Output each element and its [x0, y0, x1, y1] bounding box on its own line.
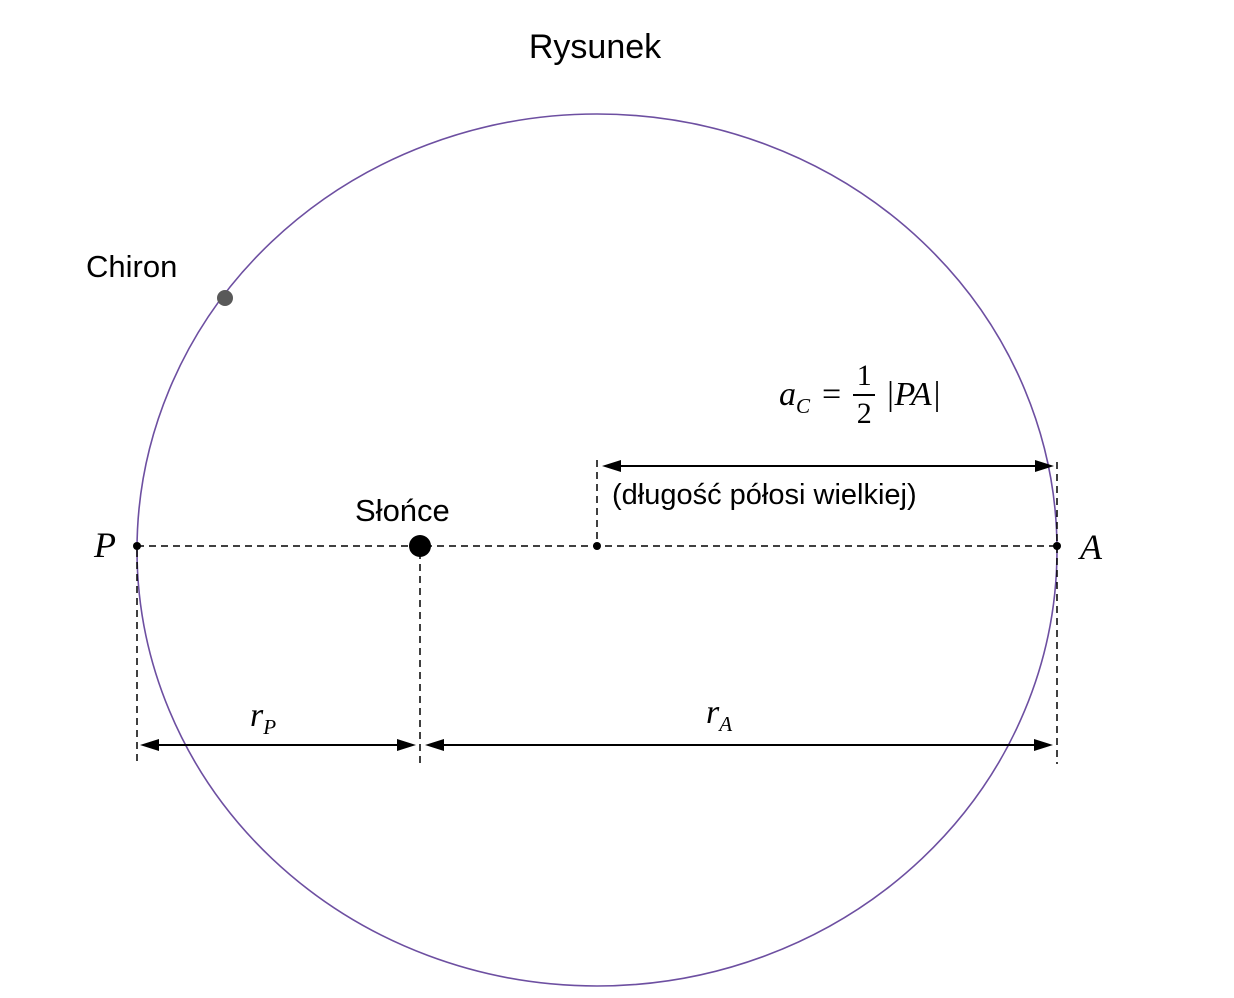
ra-arrow-right-arrowhead — [1034, 739, 1053, 751]
chiron-label: Chiron — [86, 249, 178, 284]
semi-major-axis-caption: (długość półosi wielkiej) — [612, 479, 917, 511]
perihelion-label: P — [94, 525, 116, 565]
sun-label: Słońce — [355, 493, 450, 528]
rp-arrow-right-arrowhead — [397, 739, 416, 751]
ra-distance-arrow — [425, 739, 1053, 751]
aphelion-point — [1053, 542, 1061, 550]
semi-major-axis-arrow-left-arrowhead — [602, 460, 621, 472]
sun-dot — [409, 535, 431, 557]
semi-major-axis-arrow — [602, 460, 1054, 472]
perihelion-point — [133, 542, 141, 550]
formula-fraction-denominator: 2 — [856, 396, 872, 430]
ra-label-subscript: A — [719, 711, 733, 736]
formula-lhs: aC — [778, 375, 810, 418]
semi-major-axis-formula: aC = 1 2 |PA| — [695, 360, 1025, 429]
ra-distance-label: rA — [706, 694, 732, 734]
formula-rhs: |PA| — [885, 375, 942, 413]
rp-arrow-left-arrowhead — [140, 739, 159, 751]
rp-label-base: r — [250, 697, 264, 734]
ellipse-center-point — [593, 542, 601, 550]
chiron-dot — [217, 290, 233, 306]
figure-title: Rysunek — [528, 28, 662, 66]
rp-label-subscript: P — [263, 714, 277, 739]
formula-fraction-bar — [853, 393, 876, 396]
ra-label-base: r — [706, 694, 720, 731]
formula-fraction: 1 2 — [853, 359, 876, 430]
ra-arrow-left-arrowhead — [425, 739, 444, 751]
formula-lhs-base: a — [778, 375, 796, 413]
rp-distance-label: rP — [250, 697, 276, 737]
aphelion-label: A — [1080, 527, 1102, 567]
rp-distance-arrow — [140, 739, 416, 751]
formula-lhs-subscript: C — [795, 393, 810, 418]
formula-equals-sign: = — [822, 375, 842, 413]
semi-major-axis-arrow-right-arrowhead — [1035, 460, 1054, 472]
formula-fraction-numerator: 1 — [856, 359, 872, 392]
